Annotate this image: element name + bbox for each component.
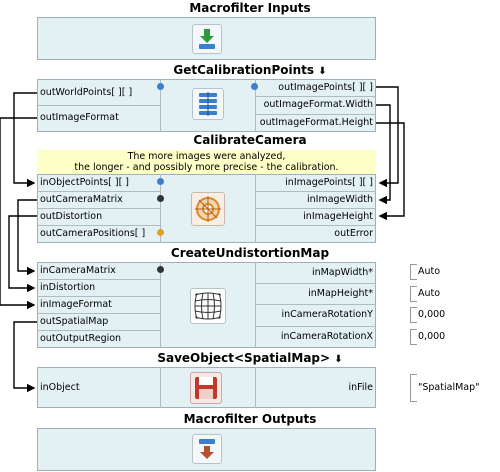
download-arrow-icon: ⬇ [334, 354, 343, 365]
calibrate-camera-title[interactable]: CalibrateCamera [193, 133, 307, 147]
port-in-map-height[interactable]: inMapHeight* [255, 283, 376, 304]
value-brace [410, 307, 417, 323]
calibration-points-icon [192, 88, 224, 120]
port-in-image-points[interactable]: inImagePoints[ ][ ] [255, 174, 376, 191]
port-in-file[interactable]: inFile [255, 367, 376, 408]
input-arrow-icon [192, 24, 222, 54]
value-brace [410, 374, 417, 402]
create-undistortion-map-title[interactable]: CreateUndistortionMap [170, 246, 330, 260]
port-out-spatial-map[interactable]: outSpatialMap [37, 313, 161, 330]
output-arrow-icon [192, 434, 222, 464]
calibrate-camera-comment: The more images were analyzed, the longe… [37, 150, 376, 174]
port-in-image-width[interactable]: inImageWidth [255, 191, 376, 208]
undistortion-grid-icon [190, 288, 226, 324]
port-out-image-format-width[interactable]: outImageFormat.Width [255, 96, 376, 114]
port-out-image-format[interactable]: outImageFormat [37, 106, 161, 132]
port-out-distortion[interactable]: outDistortion [37, 208, 161, 225]
port-connector-dot [157, 229, 164, 236]
download-arrow-icon: ⬇ [318, 66, 327, 77]
value-brace [410, 286, 417, 302]
port-connector-dot [251, 83, 258, 90]
port-out-error[interactable]: outError [255, 225, 376, 243]
port-in-object[interactable]: inObject [37, 367, 161, 408]
port-in-camera-rotation-x[interactable]: inCameraRotationX [255, 326, 376, 348]
save-object-title[interactable]: SaveObject<SpatialMap> ⬇ [157, 351, 343, 365]
port-connector-dot [157, 266, 164, 273]
port-in-map-width[interactable]: inMapWidth* [255, 262, 376, 283]
camera-rotation-x-value[interactable]: 0,000 [418, 331, 446, 342]
port-out-image-format-height[interactable]: outImageFormat.Height [255, 114, 376, 132]
macrofilter-outputs-title: Macrofilter Outputs [183, 412, 317, 426]
get-calibration-points-title[interactable]: GetCalibrationPoints ⬇ [173, 63, 327, 77]
port-connector-dot [157, 178, 164, 185]
port-connector-dot [157, 195, 164, 202]
macrofilter-inputs-title: Macrofilter Inputs [189, 1, 311, 15]
value-brace [410, 329, 417, 345]
port-out-world-points[interactable]: outWorldPoints[ ][ ] [37, 79, 161, 106]
camera-calibration-icon [191, 192, 225, 226]
camera-rotation-y-value[interactable]: 0,000 [418, 309, 446, 320]
port-in-distortion[interactable]: inDistortion [37, 279, 161, 296]
port-connector-dot [157, 83, 164, 90]
map-width-value[interactable]: Auto [418, 266, 441, 277]
port-in-image-height[interactable]: inImageHeight [255, 208, 376, 225]
save-disk-icon [190, 372, 222, 404]
port-in-image-format[interactable]: inImageFormat [37, 296, 161, 313]
port-in-camera-rotation-y[interactable]: inCameraRotationY [255, 304, 376, 326]
value-brace [410, 264, 417, 280]
file-value[interactable]: "SpatialMap" [418, 382, 480, 393]
map-height-value[interactable]: Auto [418, 288, 441, 299]
port-out-output-region[interactable]: outOutputRegion [37, 330, 161, 348]
